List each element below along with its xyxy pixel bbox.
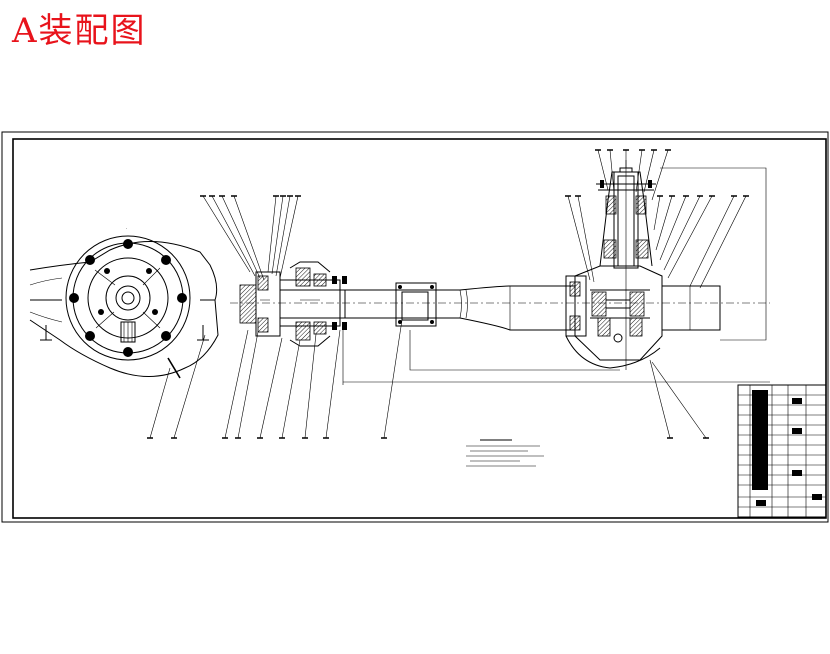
- callout-ticks: [147, 149, 749, 439]
- page-title: A装配图: [12, 11, 147, 51]
- leader-lines: [202, 149, 747, 439]
- end-view: ·: [29, 226, 219, 439]
- svg-text:·: ·: [126, 226, 127, 231]
- technical-notes: [466, 439, 544, 467]
- inner-frame: [12, 138, 827, 519]
- title-block: [737, 384, 827, 518]
- axle-section: [230, 160, 770, 385]
- outer-frame: [1, 131, 829, 523]
